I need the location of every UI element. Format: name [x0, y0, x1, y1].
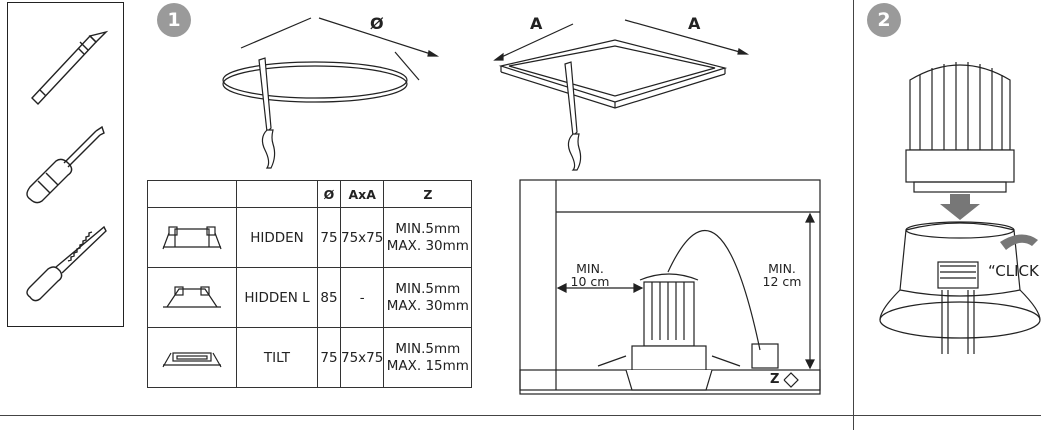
row-z-max: MAX. 30mm [386, 237, 469, 254]
row-axa: 75x75 [339, 207, 385, 268]
header-axa: AxA [339, 180, 385, 208]
header-diameter: Ø [317, 180, 341, 208]
row-z: MIN.5mm MAX. 15mm [383, 327, 473, 388]
header-name [236, 180, 318, 208]
pen-icon [31, 30, 109, 106]
table-row: TILT 75 75x75 MIN.5mm MAX. 15mm [147, 327, 473, 388]
table-row: HIDDEN L 85 - MIN.5mm MAX. 30mm [147, 267, 473, 328]
click-installation-diagram [879, 62, 1041, 354]
table-row: HIDDEN 75 75x75 MIN.5mm MAX. 30mm [147, 207, 473, 268]
top-clearance-line1: MIN. [768, 261, 796, 276]
row-z-min: MIN.5mm [395, 340, 461, 357]
step-1-badge: 1 [157, 3, 191, 37]
side-clearance-line1: MIN. [576, 261, 604, 276]
round-cutout-diagram [222, 17, 440, 169]
side-a-symbol-right: A [688, 14, 701, 33]
horizontal-divider [0, 415, 1041, 416]
saw-knife-icon [26, 225, 107, 302]
z-label: Z [770, 372, 780, 387]
top-clearance-label: MIN. 12 cm [752, 262, 812, 288]
row-name: HIDDEN L [236, 267, 318, 328]
table-header-row: Ø AxA Z [147, 180, 473, 208]
tilt-profile-icon [147, 327, 237, 388]
row-diameter: 85 [317, 267, 341, 328]
screwdriver-icon [26, 125, 105, 204]
row-diameter: 75 [317, 327, 341, 388]
tools-panel [7, 2, 124, 327]
row-name: TILT [236, 327, 318, 388]
header-icon [147, 180, 237, 208]
row-axa: 75x75 [339, 327, 385, 388]
row-z-min: MIN.5mm [395, 220, 461, 237]
row-name: HIDDEN [236, 207, 318, 268]
header-z: Z [383, 180, 473, 208]
row-z: MIN.5mm MAX. 30mm [383, 267, 473, 328]
spec-table: Ø AxA Z HIDDEN 75 75x75 MIN.5mm MAX. 30m… [147, 180, 473, 388]
clearance-diagram [519, 179, 821, 395]
hidden-l-profile-icon [147, 267, 237, 328]
row-diameter: 75 [317, 207, 341, 268]
side-clearance-label: MIN. 10 cm [560, 262, 620, 288]
side-a-symbol-left: A [530, 14, 543, 33]
row-z-max: MAX. 15mm [386, 357, 469, 374]
hidden-profile-icon [147, 207, 237, 268]
row-z-min: MIN.5mm [395, 280, 461, 297]
click-label: “CLICK [988, 262, 1039, 280]
side-clearance-line2: 10 cm [570, 274, 610, 289]
square-cutout-diagram [493, 19, 750, 171]
row-z-max: MAX. 30mm [386, 297, 469, 314]
vertical-divider [853, 0, 854, 430]
row-z: MIN.5mm MAX. 30mm [383, 207, 473, 268]
row-axa: - [339, 267, 385, 328]
step-2-badge: 2 [867, 3, 901, 37]
diameter-symbol: Ø [370, 14, 384, 33]
top-clearance-line2: 12 cm [762, 274, 802, 289]
